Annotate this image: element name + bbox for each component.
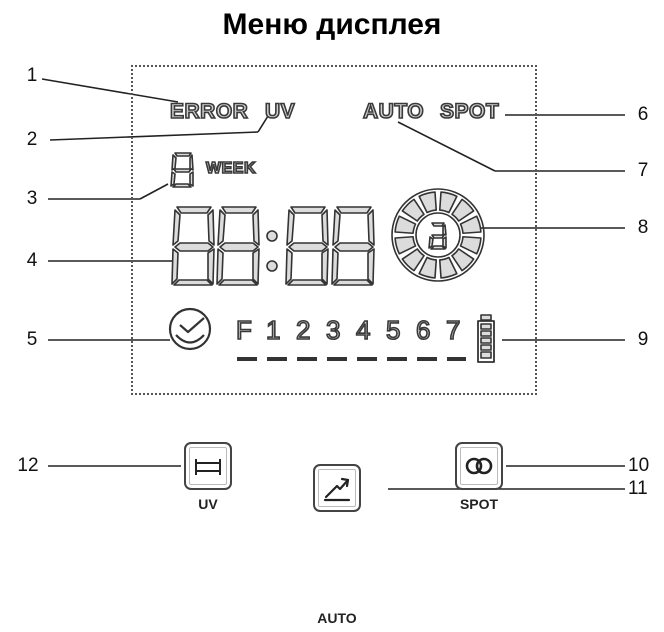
day-label-7: 7 [445, 314, 461, 346]
ring-segment [394, 235, 417, 255]
auto-indicator: AUTO [362, 99, 425, 124]
clock-digit-3 [285, 206, 329, 286]
uv-button-label: UV [198, 496, 218, 512]
day-label-f: F [235, 314, 253, 346]
callout-12: 12 [17, 455, 39, 476]
display-panel [131, 65, 537, 395]
auto-button[interactable] [313, 464, 361, 512]
ring-segment [394, 215, 417, 235]
leader-line-2 [49, 131, 259, 141]
week-indicator: WEEK [205, 159, 256, 178]
leader-line-3-tick [139, 183, 169, 200]
spot-button[interactable] [455, 442, 503, 490]
day-label-4: 4 [355, 314, 371, 346]
callout-10: 10 [628, 455, 650, 476]
ring-segment [438, 191, 458, 214]
callout-4: 4 [26, 250, 38, 271]
clock-digit-2 [216, 206, 260, 286]
ring-segment [459, 215, 482, 235]
page-title: Меню дисплея [222, 8, 442, 41]
ring-segment [401, 248, 425, 272]
auto-route-icon [323, 477, 351, 502]
ring-segment [451, 248, 475, 272]
clock-digit-4 [331, 206, 375, 286]
spot-icon [465, 457, 493, 475]
progress-ring [391, 188, 485, 282]
leader-line-1 [41, 78, 179, 103]
callout-2: 2 [26, 129, 38, 150]
leader-line-7 [397, 121, 496, 172]
callout-8: 8 [637, 217, 649, 238]
uv-indicator: UV [264, 99, 296, 124]
leader-line-2-tick [257, 115, 269, 133]
callout-11: 11 [628, 478, 648, 499]
spot-indicator: SPOT [439, 99, 500, 124]
day-underlines [237, 357, 466, 361]
ring-segment [451, 198, 475, 222]
ring-outer-circle [391, 188, 485, 282]
clock-colon [266, 230, 278, 272]
timer-icon [168, 307, 212, 351]
day-label-1: 1 [265, 314, 281, 346]
clock-digit-1 [171, 206, 215, 286]
battery-indicator [477, 314, 495, 363]
ring-center-digit [428, 222, 447, 250]
error-indicator: ERROR [169, 99, 249, 124]
ring-segment [418, 256, 438, 279]
week-digit [170, 152, 194, 188]
auto-button-label: AUTO [317, 610, 357, 626]
day-label-3: 3 [325, 314, 341, 346]
callout-5: 5 [26, 329, 38, 350]
day-label-2: 2 [295, 314, 311, 346]
uv-lamp-icon [195, 459, 221, 475]
day-label-5: 5 [385, 314, 401, 346]
days-row: F 1 2 3 4 5 6 7 [235, 314, 466, 365]
ring-segment [401, 198, 425, 222]
callout-1: 1 [26, 65, 38, 86]
callout-6: 6 [637, 104, 649, 125]
callout-3: 3 [26, 188, 38, 209]
day-label-6: 6 [415, 314, 431, 346]
spot-button-label: SPOT [459, 496, 499, 512]
ring-segment [418, 191, 438, 214]
ring-segment [438, 256, 458, 279]
ring-segment [459, 235, 482, 255]
callout-9: 9 [637, 329, 649, 350]
callout-7: 7 [637, 160, 649, 181]
uv-button[interactable] [184, 442, 232, 490]
